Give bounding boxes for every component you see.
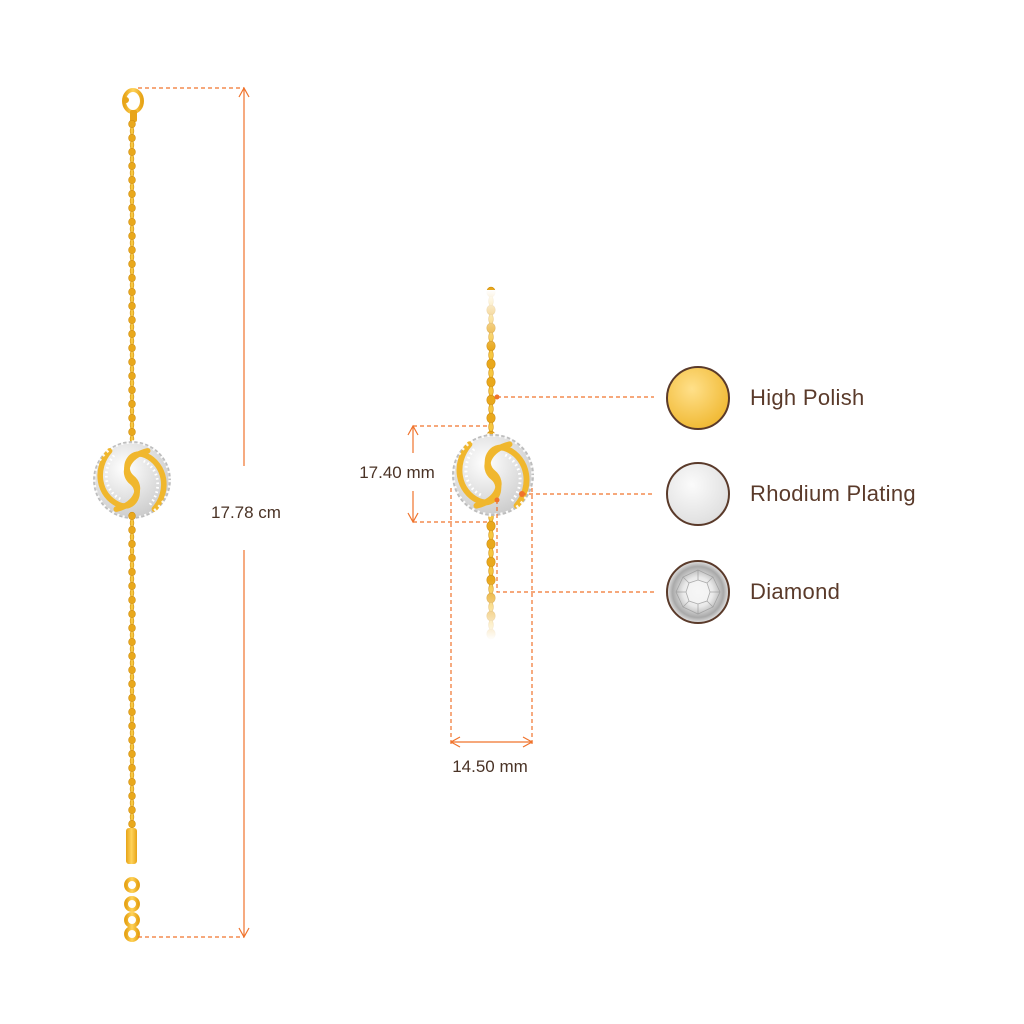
length-label: 17.78 cm <box>211 503 281 522</box>
legend-leaders <box>496 396 654 593</box>
legend-item-rhodium-plating: Rhodium Plating <box>666 462 916 526</box>
lower-chain <box>128 511 136 829</box>
length-dimension <box>138 86 250 939</box>
charm-left <box>92 440 172 520</box>
legend-label-rhodium-plating: Rhodium Plating <box>750 481 916 506</box>
charm-closeup <box>451 433 535 517</box>
extension-rings <box>124 877 140 942</box>
width-label: 14.50 mm <box>452 757 528 776</box>
rhodium-swatch-icon <box>666 462 730 526</box>
width-dimension <box>449 488 534 748</box>
legend-label-diamond: Diamond <box>750 579 841 604</box>
leader-dots <box>494 394 525 503</box>
gold-swatch-icon <box>666 366 730 430</box>
legend-item-high-polish: High Polish <box>666 366 865 430</box>
full-bracelet <box>92 88 172 942</box>
legend-item-diamond: Diamond <box>666 560 840 624</box>
brand-tag <box>126 828 137 864</box>
height-label: 17.40 mm <box>359 463 435 482</box>
upper-chain <box>128 119 136 444</box>
legend-label-high-polish: High Polish <box>750 385 865 410</box>
lobster-clasp-icon <box>122 88 144 122</box>
diamond-swatch-icon <box>666 560 730 624</box>
closeup-bracelet <box>451 286 535 640</box>
height-dimension <box>407 424 490 524</box>
